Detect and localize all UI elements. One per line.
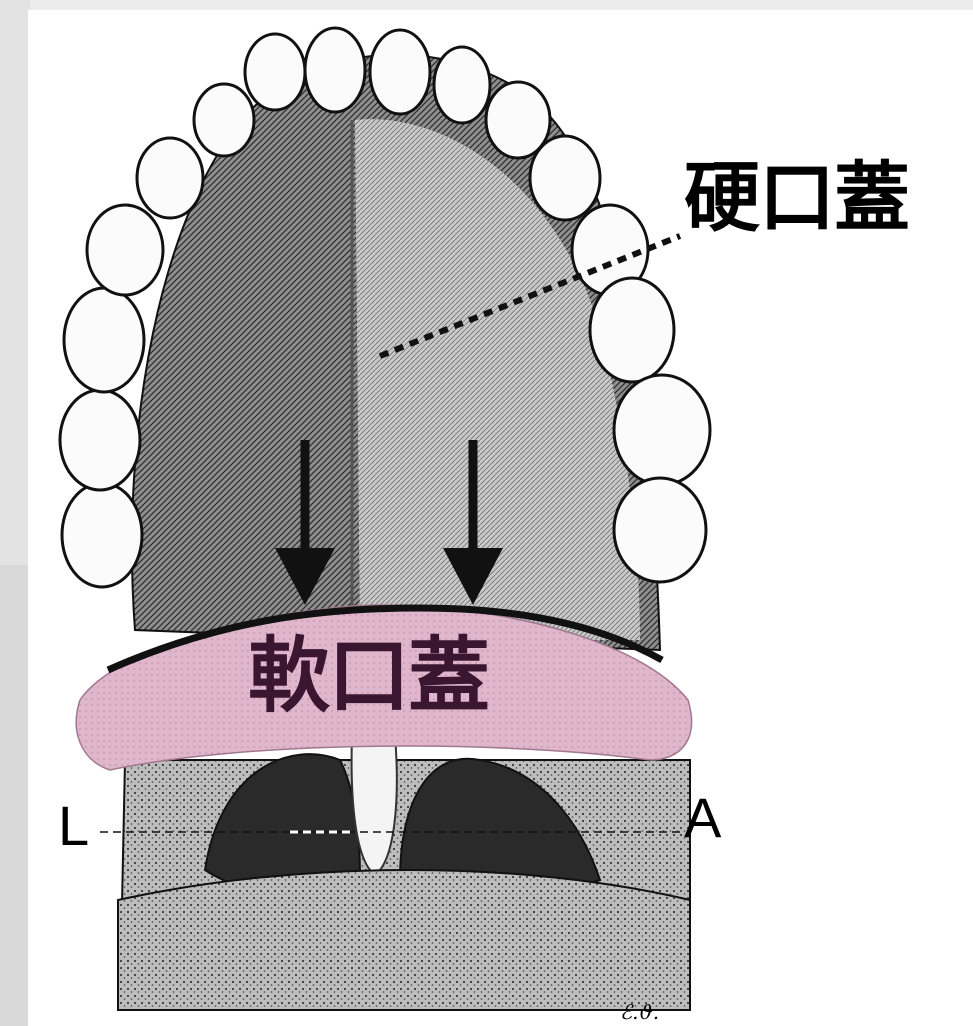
tongue: [118, 870, 690, 1010]
artist-signature: ℰ.ϑ.: [620, 1002, 659, 1022]
a-marker-label: A: [684, 790, 721, 846]
soft-palate-label: 軟口蓋: [248, 636, 488, 718]
hard-palate-label: 硬口蓋: [684, 160, 909, 236]
l-marker-label: L: [58, 798, 89, 854]
